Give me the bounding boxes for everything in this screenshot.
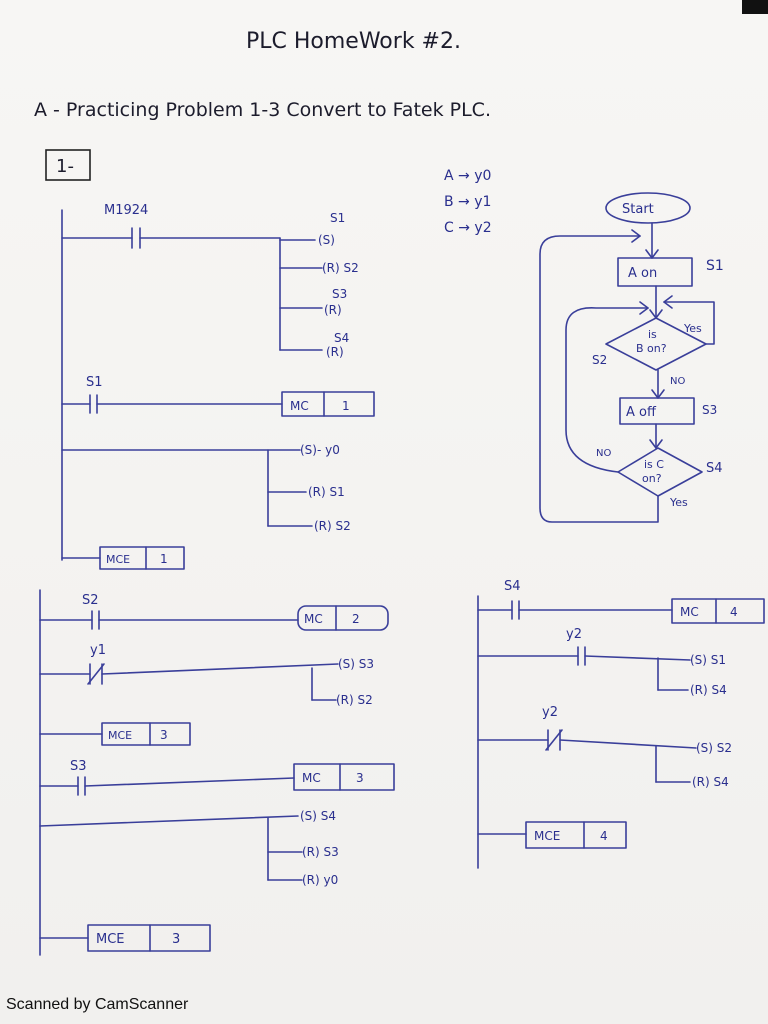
flow-s4-label: S4: [706, 461, 723, 476]
flow-decision-b: [605, 317, 707, 371]
mapping-c: C → y2: [444, 220, 492, 236]
block4-out-set-s1: (S) S1: [690, 653, 726, 667]
block1-out-reset-s2: (R) S2: [314, 519, 351, 533]
flow-decision-b-line2: B on?: [636, 342, 667, 355]
block4-out-reset-s4-b: (R) S4: [692, 775, 729, 789]
block3-contact-label: S3: [70, 759, 87, 774]
rung1-out-reset-1: (R): [324, 303, 342, 317]
flow-box-a-off: [619, 397, 695, 425]
problem-heading: A - Practicing Problem 1-3 Convert to Fa…: [34, 99, 491, 121]
block1-mce-num: 1: [160, 552, 168, 566]
problem-number: 1-: [56, 156, 74, 177]
block4-mc-num: 4: [730, 605, 738, 619]
block4-mce-num: 4: [600, 829, 608, 843]
block4-mc-label: MC: [680, 605, 699, 619]
block4-contact-b-label: y2: [542, 705, 558, 720]
block2-out-set-s3: (S) S3: [338, 657, 374, 671]
block1-mce-label: MCE: [106, 553, 130, 566]
block4-contact-label: S4: [504, 579, 521, 594]
flow-start-label: Start: [622, 202, 654, 217]
flow-decision-c-yes: Yes: [669, 496, 688, 509]
block3-mc-box: [293, 763, 395, 791]
block3-out-set-s4: (S) S4: [300, 809, 336, 823]
flow-decision-c-no: NO: [596, 448, 611, 459]
block3-mce-num: 3: [172, 932, 180, 947]
block3-mce-label: MCE: [96, 932, 125, 947]
flow-s3-label: S3: [702, 403, 717, 417]
page-title: PLC HomeWork #2.: [246, 29, 461, 54]
block3-mc-label: MC: [302, 771, 321, 785]
rung1-out-s4: S4: [334, 331, 349, 345]
flow-decision-b-line1: is: [648, 328, 657, 341]
block3-mce-box: [87, 924, 211, 952]
scanner-watermark: Scanned by CamScanner: [6, 996, 189, 1013]
block2-mce-num: 3: [160, 728, 168, 742]
rung1-out-set: (S): [318, 233, 335, 247]
flow-s1-label: S1: [706, 258, 724, 274]
flow-box-a-off-label: A off: [626, 405, 657, 420]
flow-decision-b-no: NO: [670, 376, 685, 387]
block1-mc-box: [281, 391, 375, 417]
block2-mce-box: [101, 722, 191, 746]
flow-start-terminal: [605, 192, 691, 224]
block1-mce-box: [99, 546, 185, 570]
flow-decision-b-yes: Yes: [683, 322, 702, 335]
problem-number-box: [45, 149, 91, 181]
block3-out-reset-s3: (R) S3: [302, 845, 339, 859]
rung1-out-reset-2: (R): [326, 345, 344, 359]
block1-out-set-y0: (S)- y0: [300, 443, 340, 457]
mapping-b: B → y1: [444, 194, 491, 210]
flow-box-a-on: [617, 257, 693, 287]
block4-mc-box: [671, 598, 765, 624]
block2-mc-box: [297, 605, 389, 631]
block1-mc-label: MC: [290, 399, 309, 413]
block2-contact2-label: y1: [90, 643, 106, 658]
block1-mc-num: 1: [342, 399, 350, 413]
mapping-a: A → y0: [444, 168, 491, 184]
block2-mc-num: 2: [352, 612, 360, 626]
block2-contact-label: S2: [82, 593, 99, 608]
rung1-out-s1: S1: [330, 211, 345, 225]
rung1-out-s3: S3: [332, 287, 347, 301]
flow-decision-c-line2: on?: [642, 472, 662, 485]
flow-yes-loop: [539, 235, 659, 523]
block4-mce-box: [525, 821, 627, 849]
block4-out-set-s2: (S) S2: [696, 741, 732, 755]
block1-contact-label: S1: [86, 375, 103, 390]
flow-decision-c-line1: is C: [644, 458, 664, 471]
scan-corner: [742, 0, 768, 14]
block4-out-reset-s4-a: (R) S4: [690, 683, 727, 697]
block3-mc-num: 3: [356, 771, 364, 785]
block2-mce-label: MCE: [108, 729, 132, 742]
rung1-contact-label: M1924: [104, 203, 148, 218]
block4-contact-a-label: y2: [566, 627, 582, 642]
block3-out-reset-y0: (R) y0: [302, 873, 338, 887]
block2-out-reset-s2: (R) S2: [336, 693, 373, 707]
block1-out-reset-s1: (R) S1: [308, 485, 345, 499]
flow-no-loop: [565, 307, 649, 473]
flow-s2-label: S2: [592, 353, 607, 367]
block2-mc-label: MC: [304, 612, 323, 626]
block4-mce-label: MCE: [534, 829, 560, 843]
flow-box-a-on-label: A on: [628, 266, 657, 281]
rung1-out-reset-s2: (R) S2: [322, 261, 359, 275]
